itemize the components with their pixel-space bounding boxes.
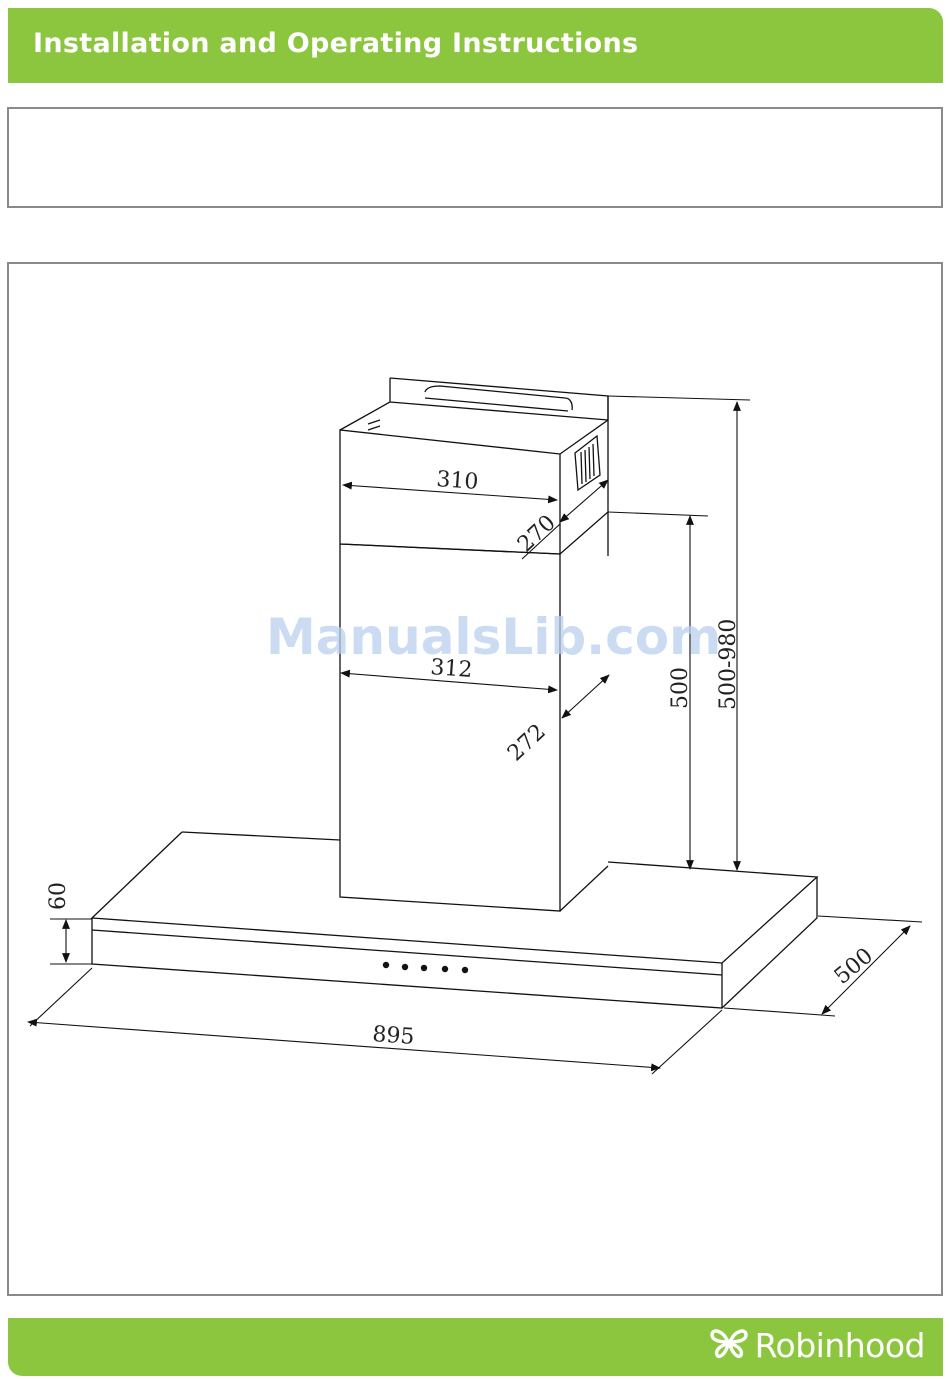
dim-label-500-depth: 500 <box>830 943 878 989</box>
dim-label-895: 895 <box>372 1022 416 1050</box>
butterfly-icon <box>709 1326 749 1365</box>
dim-label-310: 310 <box>436 467 480 495</box>
dimension-lines <box>28 396 922 1074</box>
brand-logo: Robinhood <box>709 1326 925 1365</box>
dim-label-500-height: 500 <box>668 667 693 709</box>
dim-label-272: 272 <box>503 719 551 766</box>
brand-name: Robinhood <box>755 1326 925 1365</box>
vent-slots <box>581 444 594 484</box>
dim-label-270: 270 <box>513 510 561 557</box>
control-buttons <box>383 962 468 973</box>
watermark: ManualsLib.com <box>266 608 721 666</box>
footer-bar: Robinhood <box>8 1318 943 1376</box>
dim-label-60: 60 <box>46 882 71 910</box>
